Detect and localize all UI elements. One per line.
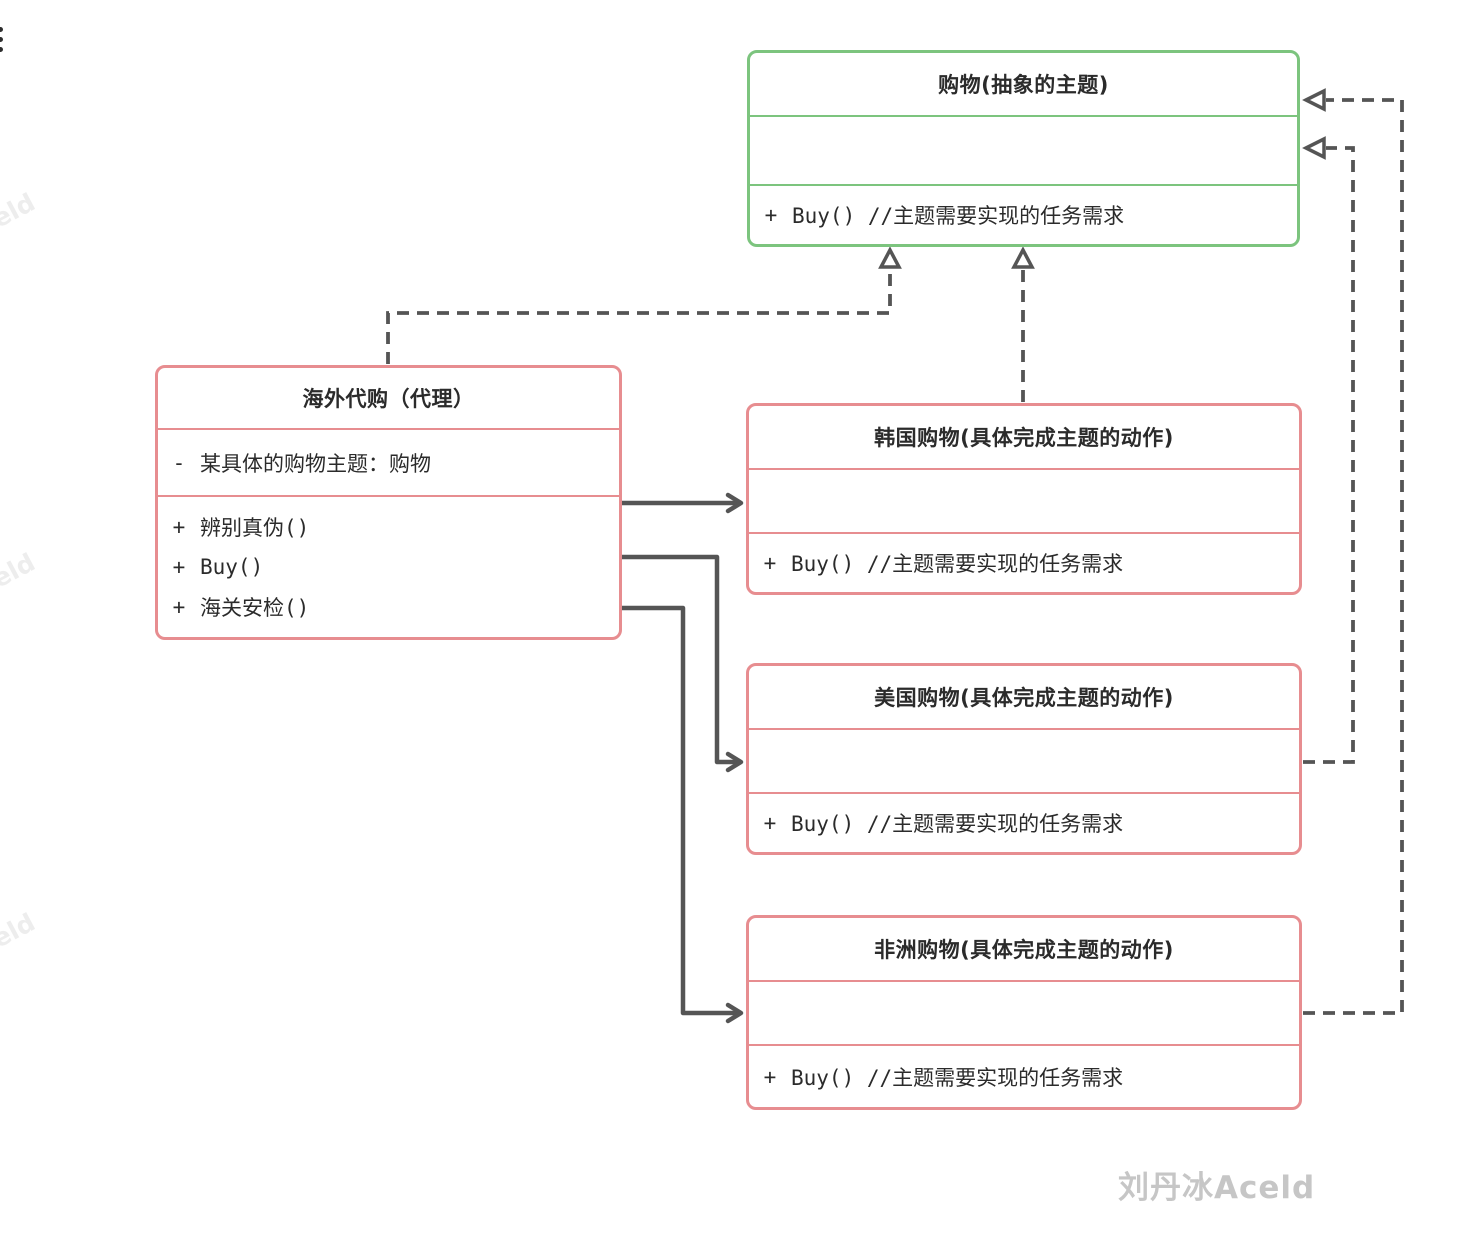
method-row: + Buy()	[158, 547, 619, 587]
edge-watermark: eld	[0, 547, 40, 594]
kebab-menu-icon[interactable]	[0, 22, 7, 52]
method-label: Buy() //主题需要实现的任务需求	[791, 1065, 1124, 1090]
visibility-sign: +	[763, 551, 777, 575]
attribute-label: 某具体的购物主题：购物	[200, 451, 431, 476]
class-africa-shopping: 非洲购物(具体完成主题的动作) + Buy() //主题需要实现的任务需求	[746, 915, 1302, 1110]
attributes-compartment	[749, 982, 1299, 1044]
method-label: 海关安检()	[200, 596, 310, 620]
class-usa-shopping: 美国购物(具体完成主题的动作) + Buy() //主题需要实现的任务需求	[746, 663, 1302, 855]
author-watermark: 刘丹冰Aceld	[1118, 1170, 1316, 1206]
class-korea-shopping: 韩国购物(具体完成主题的动作) + Buy() //主题需要实现的任务需求	[746, 403, 1302, 595]
visibility-sign: +	[763, 1064, 777, 1089]
method-label: Buy()	[200, 555, 264, 579]
association-proxy-to-usa	[622, 554, 744, 773]
realization-korea-to-subject	[1011, 246, 1035, 402]
visibility-sign: -	[172, 450, 186, 475]
attributes-compartment	[750, 117, 1297, 184]
method-label: 辨别真伪()	[200, 516, 310, 540]
attribute-row: - 某具体的购物主题：购物	[158, 448, 619, 478]
method-row: + Buy() //主题需要实现的任务需求	[749, 1062, 1299, 1092]
class-title: 韩国购物(具体完成主题的动作)	[874, 426, 1174, 450]
methods-compartment: + Buy() //主题需要实现的任务需求	[749, 534, 1299, 592]
visibility-sign: +	[172, 515, 186, 539]
association-proxy-to-africa	[622, 605, 744, 1024]
methods-compartment: + Buy() //主题需要实现的任务需求	[749, 794, 1299, 852]
class-abstract-subject: 购物(抽象的主题) + Buy() //主题需要实现的任务需求	[747, 50, 1300, 247]
method-row: + 海关安检()	[158, 587, 619, 627]
class-title: 非洲购物(具体完成主题的动作)	[874, 938, 1174, 962]
edge-watermark: eld	[0, 187, 40, 234]
method-label: Buy() //主题需要实现的任务需求	[792, 204, 1125, 228]
visibility-sign: +	[172, 595, 186, 619]
attributes-compartment: - 某具体的购物主题：购物	[158, 430, 619, 495]
methods-compartment: + Buy() //主题需要实现的任务需求	[749, 1046, 1299, 1107]
methods-compartment: + Buy() //主题需要实现的任务需求	[750, 186, 1297, 244]
method-label: Buy() //主题需要实现的任务需求	[791, 812, 1124, 836]
realization-africa-to-subject	[1302, 88, 1404, 1015]
method-row: + Buy() //主题需要实现的任务需求	[749, 548, 1299, 578]
method-row: + Buy() //主题需要实现的任务需求	[749, 808, 1299, 838]
method-label: Buy() //主题需要实现的任务需求	[791, 552, 1124, 576]
class-proxy: 海外代购（代理） - 某具体的购物主题：购物 + 辨别真伪() + Buy() …	[155, 365, 622, 640]
attributes-compartment	[749, 730, 1299, 792]
visibility-sign: +	[764, 203, 778, 227]
method-row: + Buy() //主题需要实现的任务需求	[750, 200, 1297, 230]
edge-watermark: eld	[0, 907, 40, 954]
method-row: + 辨别真伪()	[158, 507, 619, 547]
class-title: 购物(抽象的主题)	[938, 73, 1109, 97]
attributes-compartment	[749, 470, 1299, 532]
class-title: 美国购物(具体完成主题的动作)	[874, 686, 1174, 710]
class-title: 海外代购（代理）	[302, 387, 475, 411]
visibility-sign: +	[763, 811, 777, 835]
association-proxy-to-korea	[622, 492, 744, 514]
realization-proxy-to-subject	[386, 246, 902, 364]
methods-compartment: + 辨别真伪() + Buy() + 海关安检()	[158, 497, 619, 637]
visibility-sign: +	[172, 555, 186, 579]
realization-usa-to-subject	[1302, 136, 1355, 764]
